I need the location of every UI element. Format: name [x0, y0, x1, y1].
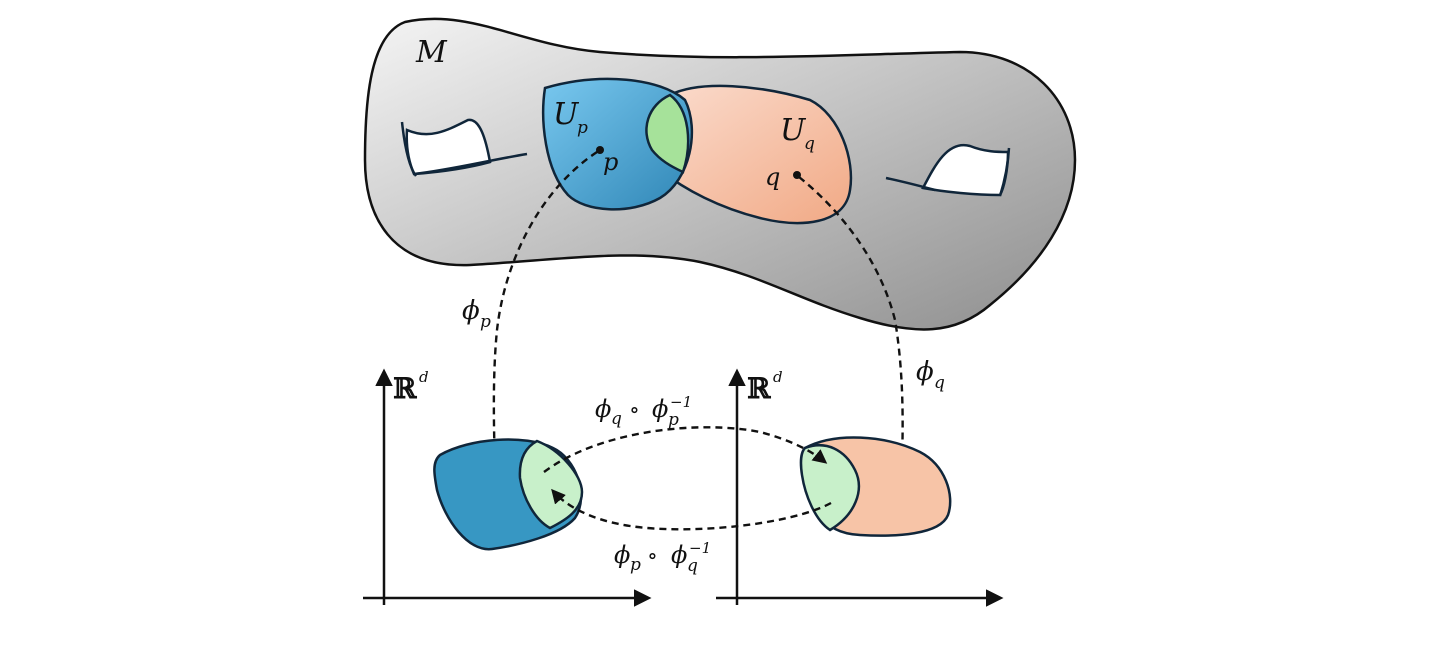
right-axis-label-exp: d: [773, 368, 783, 386]
transition-q-p-compose: ∘: [629, 398, 640, 423]
transition-p-q-compose: ∘: [647, 544, 658, 569]
transition-q-p-inverse: −1: [670, 393, 692, 411]
chart-u-p-label-base: U: [553, 97, 580, 132]
map-phi-p-arrow: [488, 151, 598, 501]
transition-q-p-sub-1: q: [611, 409, 622, 429]
manifold-label: M: [415, 35, 448, 70]
manifold-hole-right-rim: [885, 147, 1011, 197]
chart-u-q-label-sub: q: [804, 134, 815, 154]
chart-u-q-label-base: U: [780, 113, 807, 148]
transition-q-p-phi-2: ϕ: [652, 395, 668, 423]
left-axis-label-exp: d: [419, 368, 429, 386]
point-p-marker: [596, 146, 604, 154]
manifold-hole-left-rim: [400, 121, 528, 177]
chart-overlap: [645, 93, 690, 174]
left-axis-label-base: ℝ: [393, 372, 418, 405]
map-phi-p-label-base: ϕ: [462, 296, 480, 326]
map-phi-q-arrow: [798, 176, 909, 491]
transition-q-p-phi-1: ϕ: [595, 395, 611, 423]
right-axis-label-base: ℝ: [747, 372, 772, 405]
transition-p-q-phi-1: ϕ: [614, 541, 630, 569]
transition-p-q-sub-1: p: [630, 555, 641, 575]
transition-p-q-phi-2: ϕ: [671, 541, 687, 569]
chart-u-p-label-sub: p: [577, 118, 588, 138]
transition-p-q-sub-2: q: [687, 556, 698, 576]
image-overlap-left: [518, 439, 584, 530]
transition-p-q-inverse: −1: [689, 539, 711, 557]
map-phi-p-label-sub: p: [480, 312, 491, 332]
transition-p-q-arrow: [551, 488, 832, 531]
transition-q-p-arrow: [543, 426, 828, 473]
point-q-label: q: [765, 163, 780, 191]
point-p-label: p: [603, 148, 618, 176]
map-phi-q-label-sub: q: [934, 373, 945, 393]
map-phi-q-label-base: ϕ: [916, 357, 934, 387]
transition-q-p-sub-2: p: [668, 410, 679, 430]
